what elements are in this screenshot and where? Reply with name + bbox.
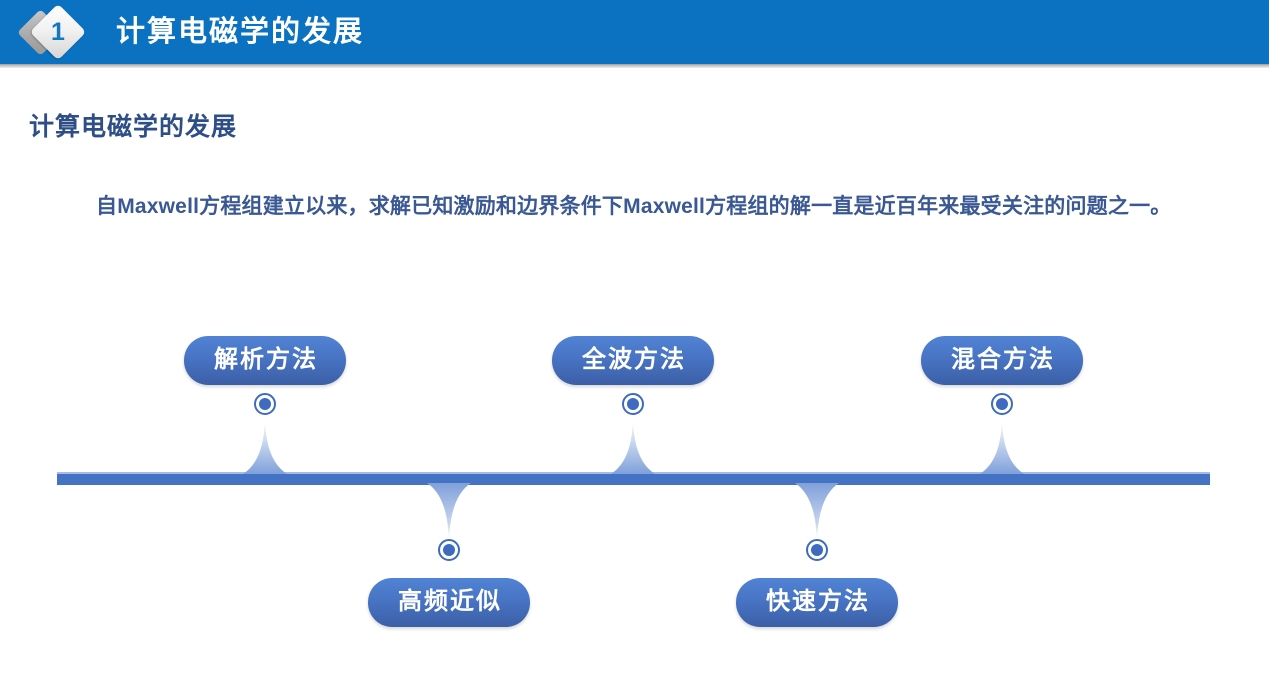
timeline-node-5-spike-icon <box>980 420 1024 474</box>
header-divider <box>0 64 1269 68</box>
timeline-node-3-label[interactable]: 全波方法 <box>552 336 714 385</box>
timeline-node-4-marker-icon <box>806 539 828 561</box>
timeline-node-5-label[interactable]: 混合方法 <box>921 336 1083 385</box>
timeline-node-2-marker-icon <box>438 539 460 561</box>
timeline-node-1-label[interactable]: 解析方法 <box>184 336 346 385</box>
section-heading: 计算电磁学的发展 <box>29 113 238 141</box>
timeline-node-3-marker-icon <box>622 393 644 415</box>
timeline-node-2-spike-icon <box>427 483 471 541</box>
timeline-node-3-spike-icon <box>611 420 655 474</box>
section-number-label: 1 <box>51 17 65 46</box>
timeline-node-4-label[interactable]: 快速方法 <box>736 578 898 627</box>
timeline-node-1-marker-icon <box>254 393 276 415</box>
section-number-badge: 1 <box>16 3 112 61</box>
header-title: 计算电磁学的发展 <box>116 16 365 48</box>
header-band <box>0 0 1269 64</box>
timeline-diagram: 解析方法 <box>0 300 1269 660</box>
timeline-node-1-spike-icon <box>243 420 287 474</box>
timeline-node-5-marker-icon <box>991 393 1013 415</box>
body-paragraph: 自Maxwell方程组建立以来，求解已知激励和边界条件下Maxwell方程组的解… <box>96 195 1172 218</box>
timeline-node-2-label[interactable]: 高频近似 <box>368 578 530 627</box>
timeline-node-4-spike-icon <box>795 483 839 541</box>
